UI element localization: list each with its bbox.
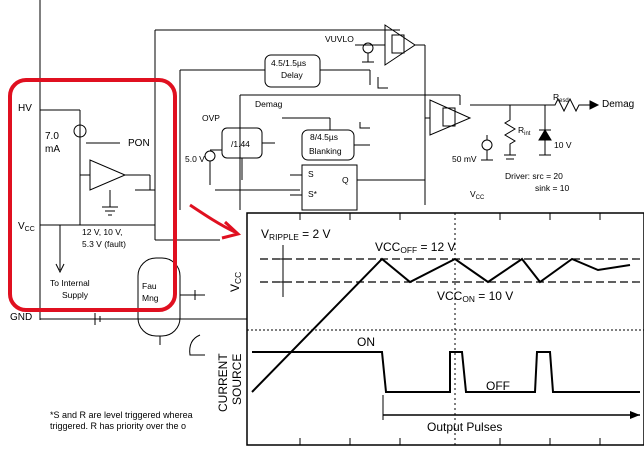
output-pulses-label: Output Pulses: [427, 420, 503, 434]
r-int-label: Rint: [518, 125, 531, 137]
zener-label: 10 V: [554, 140, 572, 150]
gnd-pin-label: GND: [10, 312, 33, 323]
vcc-axis-label: VCC: [228, 271, 243, 292]
current-source-waveform: [252, 351, 640, 393]
fault-block-line-1: Fau: [142, 281, 157, 291]
vcc-bottom-label: VCC: [470, 189, 485, 201]
cs-axis-label-1: CURRENT: [216, 353, 230, 412]
vcc-waveform: [251, 257, 631, 393]
demag-comparator: [429, 99, 472, 136]
ripple-label: VRIPPLE = 2 V: [261, 227, 331, 242]
off-label: OFF: [486, 379, 510, 393]
r-esd-resistor: [545, 97, 590, 113]
scope-panel: [246, 212, 644, 446]
driver-sink-label: sink = 10: [535, 183, 570, 193]
on-label: ON: [357, 335, 375, 349]
current-source-value: 7.0: [45, 131, 59, 142]
footnote-line-1: *S and R are level triggered wherea: [50, 410, 193, 420]
divider-label: /1.44: [231, 139, 250, 149]
vuvlo-label: VUVLO: [325, 34, 354, 44]
vcc-pin-label: VCC: [18, 221, 35, 234]
zener-diode: [538, 129, 552, 141]
driver-src-label: Driver: src = 20: [505, 171, 563, 181]
supply-line-1: To Internal: [50, 278, 90, 288]
delay-box: [264, 54, 321, 88]
fault-management-block: [137, 257, 181, 337]
vuvlo-comparator: [384, 24, 416, 66]
blanking-time: 8/4.5µs: [310, 132, 339, 142]
vccon-label: VCCON = 10 V: [437, 289, 514, 304]
fault-block-line-2: Mng: [142, 293, 159, 303]
pointer-arrow: [189, 203, 242, 240]
footnote-line-2: triggered. R has priority over the o: [50, 421, 187, 431]
uvlo-threshold-1: 12 V, 10 V,: [82, 227, 123, 237]
highlight-frame: [8, 78, 177, 312]
footnote: *S and R are level triggered wherea trig…: [50, 410, 193, 432]
latch-s: S: [308, 169, 314, 179]
delay-label: Delay: [281, 70, 303, 80]
latch: [301, 164, 358, 211]
supply-line-2: Supply: [62, 290, 88, 300]
vccoff-label: VCCOFF = 12 V: [375, 240, 456, 255]
blanking-label: Blanking: [309, 146, 342, 156]
ovp-label: OVP: [202, 113, 220, 123]
latch-q: Q: [342, 175, 349, 185]
demag-internal-label: Demag: [255, 99, 283, 109]
latch-s-star: S*: [308, 189, 317, 199]
ovp-ref: 5.0 V: [185, 154, 205, 164]
r-int-resistor: [504, 105, 516, 155]
uvlo-threshold-2: 5.3 V (fault): [82, 239, 126, 249]
ref-50mv-label: 50 mV: [452, 154, 477, 164]
cs-axis-label-2: SOURCE: [230, 353, 244, 405]
uvlo-comparator: [89, 159, 127, 191]
hv-pin-label: HV: [18, 103, 32, 114]
delay-time: 4.5/1.5µs: [271, 58, 307, 68]
current-source-unit: mA: [45, 144, 60, 155]
pon-label: PON: [128, 138, 150, 149]
demag-pin-label: Demag: [602, 99, 635, 110]
r-esd-label: Resd: [553, 92, 569, 104]
